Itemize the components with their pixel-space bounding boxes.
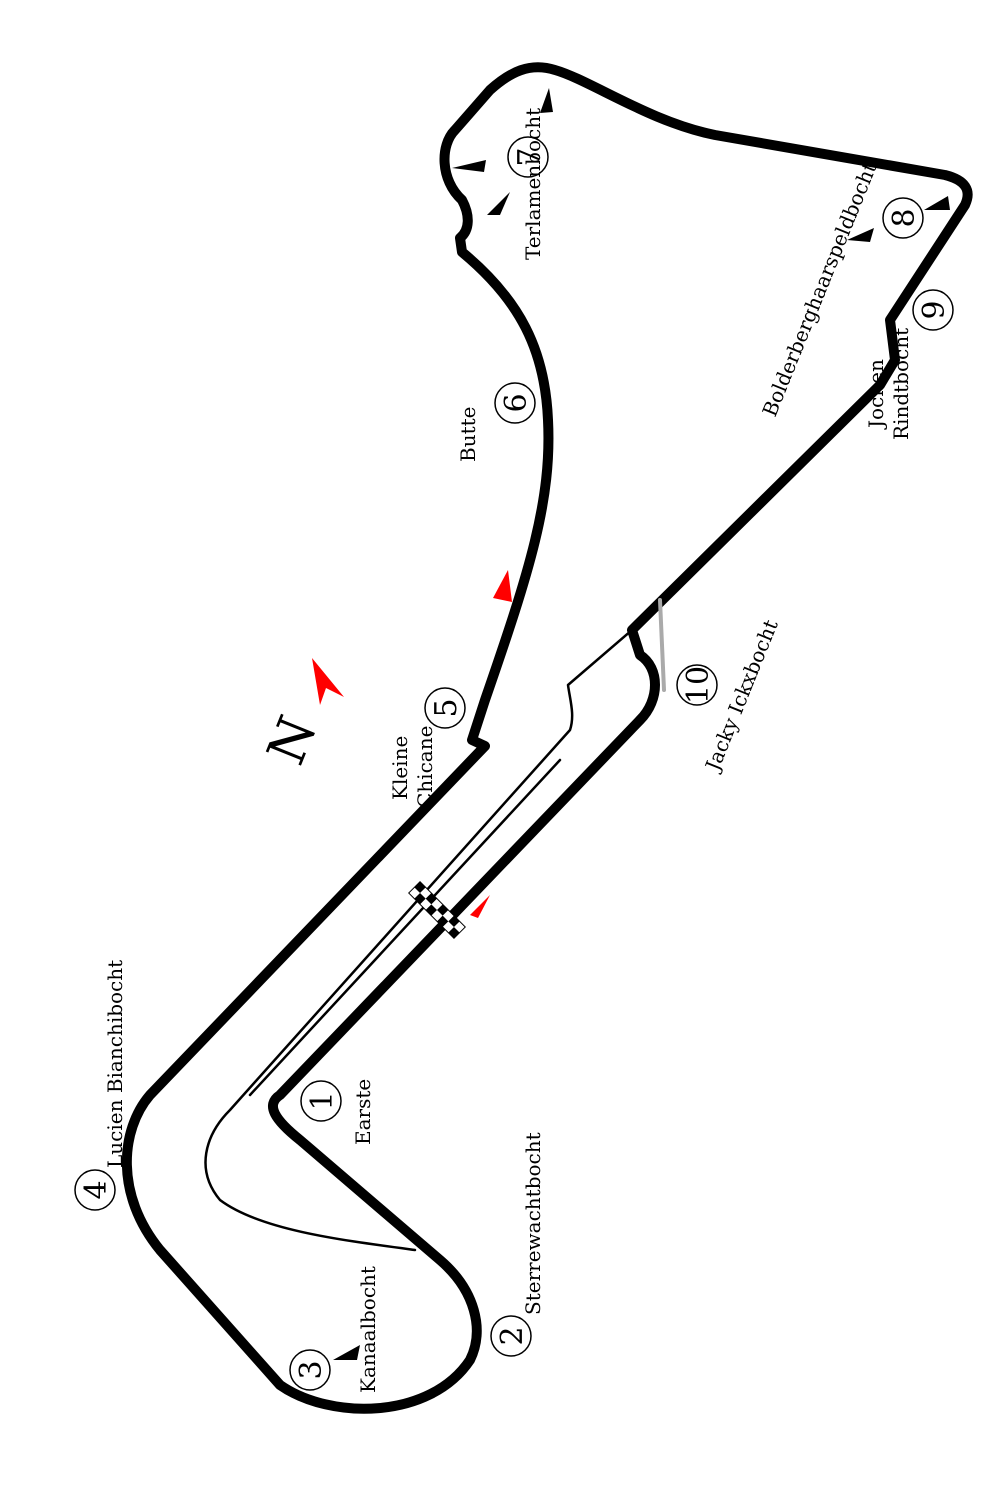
track-outline [121,62,973,1414]
svg-text:3: 3 [294,1360,329,1379]
svg-text:Kanaalbocht: Kanaalbocht [356,1266,380,1393]
svg-text:1: 1 [305,1091,340,1110]
svg-text:Rindtbocht: Rindtbocht [889,328,913,440]
start-finish-line [408,881,466,939]
svg-text:Bolderberghaarspeldbocht: Bolderberghaarspeldbocht [757,159,881,420]
pit-exit-grey [658,598,666,692]
svg-text:Lucien Bianchibocht: Lucien Bianchibocht [103,960,127,1168]
svg-text:2: 2 [495,1326,530,1345]
pit-lane-inner [204,628,634,1252]
svg-text:7: 7 [512,147,547,166]
corner-9: 9 Jochen Rindtbocht [864,289,954,440]
corner-3: 3 Kanaalbocht [289,1266,380,1393]
marker-triangle-icon [487,192,510,215]
svg-text:Jochen: Jochen [864,359,888,430]
direction-arrow-icon [470,895,490,918]
pit-lane-straight [248,758,562,1097]
svg-text:Earste: Earste [351,1079,375,1145]
svg-text:Terlamenbocht: Terlamenbocht [521,108,545,260]
svg-text:10: 10 [681,666,716,704]
svg-text:Chicane: Chicane [413,726,437,808]
marker-triangle-icon [333,1345,360,1360]
corner-4: 4 Lucien Bianchibocht [74,960,127,1211]
direction-arrow-icon [493,570,512,602]
svg-text:4: 4 [79,1180,114,1199]
svg-text:9: 9 [917,300,952,319]
corner-1: 1 Earste [300,1079,375,1145]
svg-text:Kleine: Kleine [388,736,412,800]
marker-triangle-icon [540,88,553,113]
marker-triangle-icon [924,196,950,210]
svg-text:Sterrewachtbocht: Sterrewachtbocht [521,1132,545,1315]
svg-text:Butte: Butte [456,407,480,463]
corner-6: 6 Butte [456,382,536,463]
marker-triangle-icon [452,160,486,172]
north-label: N [256,708,329,773]
svg-text:5: 5 [429,698,464,717]
corner-5: 5 Kleine Chicane [388,687,466,808]
corner-2: 2 Sterrewachtbocht [490,1132,545,1357]
north-arrow-icon [312,658,344,705]
corner-10: 10 Jacky Ickxbocht [676,616,783,776]
marker-triangle-icon [847,228,874,242]
svg-text:6: 6 [499,393,534,412]
corner-7: 7 Terlamenbocht [507,108,549,260]
svg-text:8: 8 [887,208,922,227]
